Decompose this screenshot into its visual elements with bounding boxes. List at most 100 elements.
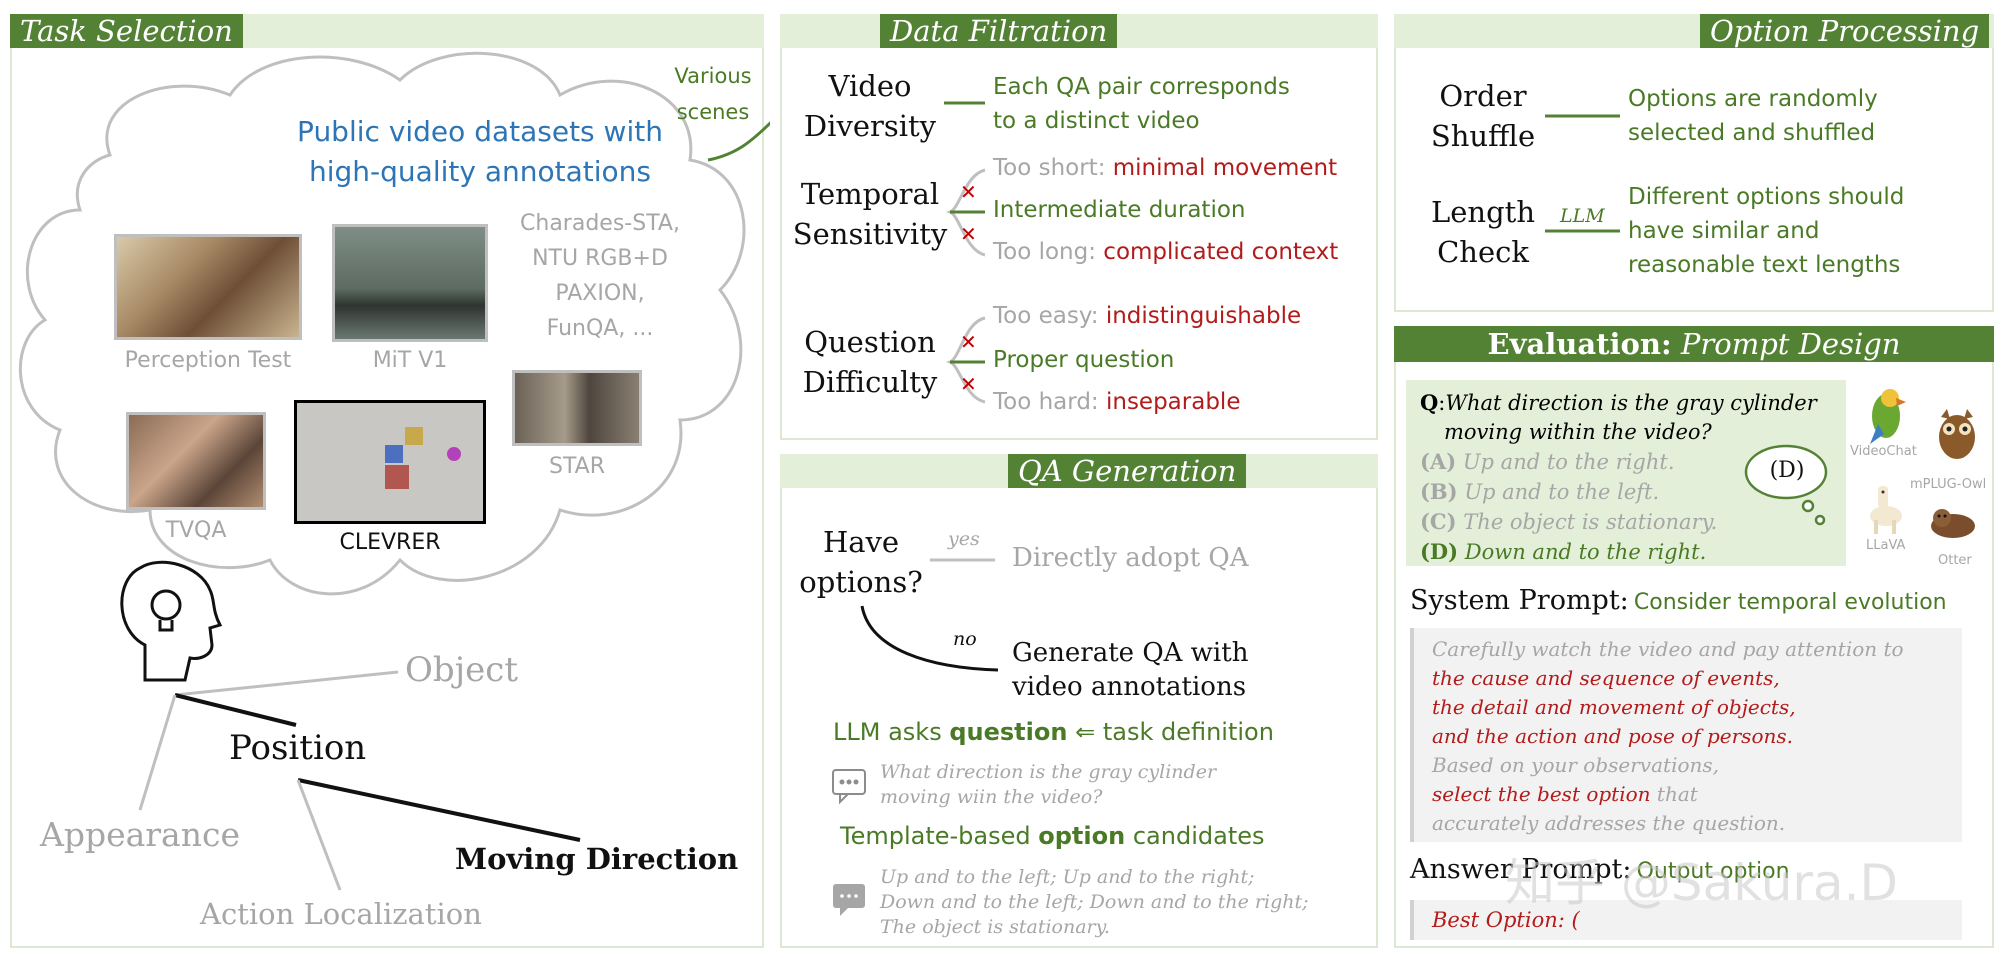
various-scenes-label: Various scenes bbox=[668, 58, 758, 130]
question-line2: Difficulty bbox=[802, 365, 938, 399]
option-b-text: Up and to the left. bbox=[1464, 480, 1660, 504]
clevrer-red-cylinder bbox=[385, 465, 409, 489]
model-llava: LLaVA bbox=[1866, 538, 1906, 553]
tree-appearance: Appearance bbox=[40, 815, 240, 854]
video-diversity-line1: Video bbox=[828, 69, 912, 103]
length-line1: Length bbox=[1431, 195, 1535, 229]
video-diversity-desc: Each QA pair corresponds to a distinct v… bbox=[993, 70, 1290, 138]
system-prompt-note: Consider temporal evolution bbox=[1633, 590, 1947, 615]
yes-label: yes bbox=[948, 528, 980, 550]
option-processing-header: Option Processing bbox=[1700, 14, 1990, 48]
llm-asks-bold: question bbox=[949, 718, 1068, 746]
template-suffix: candidates bbox=[1132, 822, 1265, 850]
sys-line6: select the best option that bbox=[1432, 780, 1958, 809]
best-option-text: Best Option: ( bbox=[1432, 908, 1580, 932]
tree-object: Object bbox=[405, 650, 519, 690]
proper-question: Proper question bbox=[993, 347, 1175, 373]
model-otter: Otter bbox=[1938, 553, 1972, 568]
video-diversity-desc-line2: to a distinct video bbox=[993, 108, 1200, 134]
cloud-title-line1: Public video datasets with bbox=[297, 115, 663, 148]
temporal-sensitivity-label: Temporal Sensitivity bbox=[790, 174, 950, 254]
option-candidates-line2: Down and to the left; Down and to the ri… bbox=[880, 891, 1309, 913]
clevrer-label: CLEVRER bbox=[339, 530, 441, 555]
qa-generation-header: QA Generation bbox=[1008, 454, 1247, 488]
template-bold: option bbox=[1038, 822, 1126, 850]
tree-moving-direction: Moving Direction bbox=[455, 842, 739, 876]
various-scenes-connector bbox=[707, 121, 770, 162]
watermark: 知乎 @Sakura.D bbox=[1505, 854, 1898, 912]
order-desc-line1: Options are randomly bbox=[1628, 86, 1878, 112]
example-question: What direction is the gray cylinder movi… bbox=[880, 760, 1216, 810]
length-desc-line3: reasonable text lengths bbox=[1628, 252, 1901, 278]
system-prompt-text: Carefully watch the video and pay attent… bbox=[1432, 635, 1958, 838]
tvqa-label: TVQA bbox=[165, 518, 227, 543]
option-c-text: The object is stationary. bbox=[1463, 510, 1718, 534]
option-candidates: Up and to the left; Up and to the right;… bbox=[880, 865, 1309, 940]
clevrer-blue-cube bbox=[385, 445, 403, 463]
other-datasets-list: Charades-STA, NTU RGB+D PAXION, FunQA, .… bbox=[500, 206, 700, 346]
answer-prompt-label: Answer Prompt: bbox=[1410, 854, 1632, 885]
sys-line6-red: select the best option bbox=[1432, 782, 1651, 806]
option-c: (C) The object is stationary. bbox=[1420, 507, 1840, 537]
too-easy-label: Too easy: bbox=[993, 303, 1099, 329]
order-line1: Order bbox=[1439, 79, 1527, 113]
cloud-shape bbox=[18, 51, 746, 596]
other-datasets-line3: PAXION, bbox=[555, 281, 645, 306]
q-text-line1: What direction is the gray cylinder bbox=[1445, 391, 1817, 415]
thought-answer: (D) bbox=[1769, 458, 1805, 483]
option-b: (B) Up and to the left. bbox=[1420, 477, 1840, 507]
sys-line7: accurately addresses the question. bbox=[1432, 811, 1786, 835]
llm-asks-row: LLM asks question ⇐ task definition bbox=[833, 718, 1274, 746]
evaluation-header-italic: Prompt Design bbox=[1680, 327, 1901, 361]
temporal-line2: Sensitivity bbox=[792, 217, 948, 251]
directly-adopt-qa: Directly adopt QA bbox=[1012, 543, 1249, 573]
temporal-cross-icon-1: ✕ bbox=[960, 180, 977, 204]
generate-qa-label: Generate QA with video annotations bbox=[1012, 636, 1248, 704]
llm-asks-suffix: ⇐ task definition bbox=[1075, 718, 1274, 746]
have-options-line1: Have bbox=[822, 525, 900, 559]
option-d-letter: (D) bbox=[1420, 539, 1459, 564]
too-long-row: Too long: complicated context bbox=[993, 239, 1338, 265]
sys-line4: and the action and pose of persons. bbox=[1432, 724, 1793, 748]
question-line1: Question bbox=[804, 325, 936, 359]
intermediate-duration: Intermediate duration bbox=[993, 197, 1246, 223]
clevrer-purple-sphere bbox=[447, 447, 461, 461]
tree-line-object bbox=[174, 670, 399, 697]
too-hard-label: Too hard: bbox=[993, 389, 1099, 415]
too-easy-value: indistinguishable bbox=[1105, 303, 1302, 329]
thought-bubble-icon bbox=[1744, 444, 1828, 526]
perception-test-thumbnail bbox=[114, 234, 302, 340]
generate-qa-line2: video annotations bbox=[1012, 672, 1247, 702]
generate-qa-line1: Generate QA with bbox=[1012, 638, 1249, 668]
answer-prompt-note: Output option bbox=[1636, 859, 1790, 884]
other-datasets-line2: NTU RGB+D bbox=[532, 246, 668, 271]
otter-icon bbox=[1931, 509, 1975, 538]
system-prompt-box bbox=[1410, 628, 1962, 842]
task-selection-header: Task Selection bbox=[10, 14, 243, 48]
evaluation-header: Evaluation: Prompt Design bbox=[1394, 326, 1994, 362]
various-scenes-line1: Various bbox=[674, 64, 752, 88]
example-question-line1: What direction is the gray cylinder bbox=[880, 761, 1217, 783]
answer-prompt-row: Answer Prompt: Output option bbox=[1410, 854, 1790, 885]
parrot-icon bbox=[1870, 389, 1906, 444]
difficulty-cross-icon-2: ✕ bbox=[960, 372, 977, 396]
cloud-title-line2: high-quality annotations bbox=[309, 155, 651, 188]
sys-line1: Carefully watch the video and pay attent… bbox=[1432, 637, 1904, 661]
tree-line-action bbox=[296, 779, 342, 891]
temporal-cross-icon-2: ✕ bbox=[960, 222, 977, 246]
task-selection-graphics bbox=[18, 51, 770, 891]
owl-icon bbox=[1939, 409, 1975, 459]
too-hard-row: Too hard: inseparable bbox=[993, 389, 1240, 415]
eval-question: Q:What direction is the gray cylinder mo… bbox=[1420, 388, 1840, 567]
filled-speech-bubble-icon bbox=[833, 884, 865, 916]
length-desc-line1: Different options should bbox=[1628, 184, 1905, 210]
video-diversity-desc-line1: Each QA pair corresponds bbox=[993, 74, 1290, 100]
option-d: (D) Down and to the right. bbox=[1420, 537, 1840, 567]
eval-question-line1: Q:What direction is the gray cylinder bbox=[1420, 390, 1817, 415]
no-branch-line bbox=[860, 605, 999, 672]
star-label: STAR bbox=[548, 454, 606, 479]
too-easy-row: Too easy: indistinguishable bbox=[993, 303, 1301, 329]
option-c-letter: (C) bbox=[1420, 509, 1457, 534]
sys-line3: the detail and movement of objects, bbox=[1432, 695, 1796, 719]
video-diversity-label: Video Diversity bbox=[790, 66, 950, 146]
